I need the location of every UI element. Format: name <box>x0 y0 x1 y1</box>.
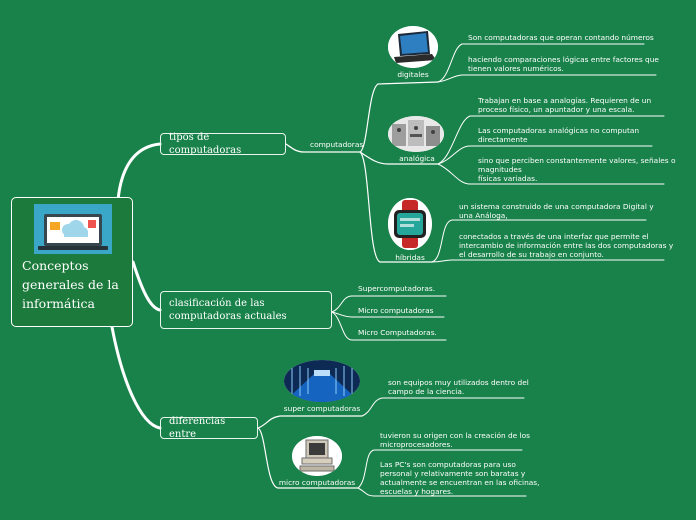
connector-analogica-note1 <box>437 115 665 165</box>
smartwatch-icon <box>388 198 432 250</box>
root-title: Conceptos generales de la informática <box>22 258 119 311</box>
micro-note-1[interactable]: tuvieron su origen con la creación de lo… <box>380 431 531 449</box>
connector-to-digitales <box>359 81 439 153</box>
analogica-label[interactable]: analógica <box>399 154 435 163</box>
branch-diferencias-entre[interactable]: diferencias entre <box>160 416 258 440</box>
connector-to-super <box>257 415 363 429</box>
connector-hibridas-note1 <box>431 219 647 263</box>
connector-digitales-note2 <box>437 74 657 83</box>
connector-analogica-note3 <box>437 163 665 185</box>
connector-super-note <box>361 397 525 417</box>
digitales-note-1[interactable]: Son computadoras que operan contando núm… <box>468 33 654 42</box>
analog-computer-icon <box>388 116 444 152</box>
clasificacion-item-1[interactable]: Supercomputadoras. <box>358 284 436 293</box>
analogica-note-3[interactable]: sino que perciben constantemente valores… <box>478 156 676 183</box>
connector-micro-note2 <box>357 487 527 497</box>
connector-hibridas-note2 <box>431 259 665 263</box>
connector-to-analogica <box>359 151 439 165</box>
hibridas-label[interactable]: híbridas <box>395 253 425 262</box>
clasificacion-item-3[interactable]: Micro Computadoras. <box>358 328 437 337</box>
connector-root-tipos <box>116 142 162 202</box>
connector-root-diferencias <box>110 325 162 430</box>
connector-clas-item1 <box>331 295 447 313</box>
computadoras-label[interactable]: computadoras <box>310 140 364 149</box>
connector-to-micro <box>257 427 359 489</box>
laptop-cloud-icon <box>34 204 112 254</box>
desktop-pc-icon <box>292 436 342 476</box>
digitales-note-2[interactable]: haciendo comparaciones lógicas entre fac… <box>468 55 659 73</box>
super-note-1[interactable]: son equipos muy utilizados dentro del ca… <box>388 378 529 396</box>
hibridas-note-2[interactable]: conectados a través de una interfaz que … <box>459 232 674 259</box>
connector-tipos-computadoras <box>285 143 361 153</box>
digitales-label[interactable]: digitales <box>397 70 429 79</box>
micro-note-2[interactable]: Las PC's son computadoras para uso perso… <box>380 460 540 496</box>
branch-tipos-de-computadoras[interactable]: tipos de computadoras <box>160 132 286 156</box>
supercomputer-racks-icon <box>284 360 360 402</box>
connector-digitales-note1 <box>437 43 645 83</box>
laptop-icon <box>388 26 438 68</box>
branch-clasificacion[interactable]: clasificación de las computadoras actual… <box>160 291 332 329</box>
connector-analogica-note2 <box>437 145 653 165</box>
root-topic[interactable]: Conceptos generales de la informática <box>11 197 133 327</box>
micro-computadoras-label[interactable]: micro computadoras <box>278 478 356 487</box>
connector-clas-item3 <box>331 311 447 341</box>
hibridas-note-1[interactable]: un sistema construido de una computadora… <box>459 202 654 220</box>
connector-micro-note1 <box>357 449 523 489</box>
analogica-note-2[interactable]: Las computadoras analógicas no computan … <box>478 126 640 144</box>
connector-root-clasificacion <box>131 260 162 312</box>
clasificacion-item-2[interactable]: Micro computadoras <box>358 306 434 315</box>
analogica-note-1[interactable]: Trabajan en base a analogías. Requieren … <box>478 96 652 114</box>
connector-to-hibridas <box>359 151 433 263</box>
connector-clas-item2 <box>331 311 445 318</box>
super-computadoras-label[interactable]: super computadoras <box>283 404 361 413</box>
